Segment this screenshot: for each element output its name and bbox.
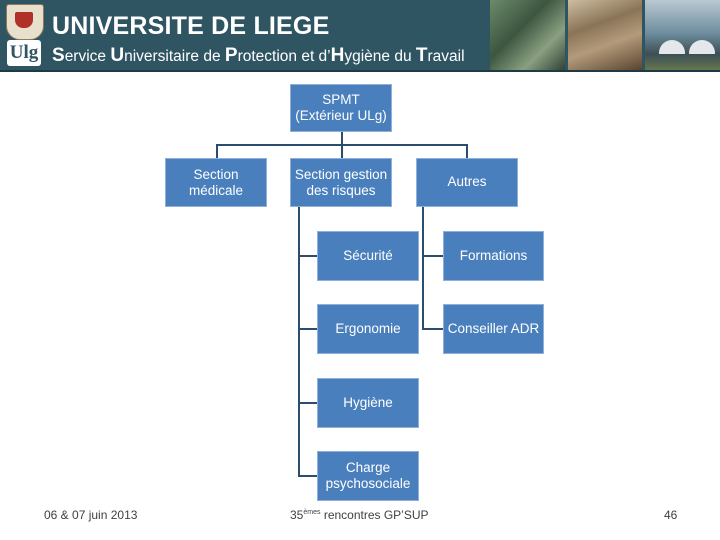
footer-page-number: 46 bbox=[664, 508, 677, 522]
connector-to-ergonomie bbox=[298, 328, 317, 330]
connector-to-charge bbox=[298, 475, 317, 477]
box-formations: Formations bbox=[443, 231, 544, 281]
connector-to-formations bbox=[422, 255, 443, 257]
connector-to-hygiene bbox=[298, 402, 317, 404]
header-photo-auditorium bbox=[568, 0, 643, 72]
connector-to-conseiller bbox=[422, 328, 443, 330]
service-title: Service Universitaire de Protection et d… bbox=[52, 45, 465, 67]
connector-to-gestion bbox=[341, 144, 343, 158]
banner-divider bbox=[0, 70, 720, 72]
box-hygiene: Hygiène bbox=[317, 378, 419, 428]
connector-to-securite bbox=[298, 255, 317, 257]
footer-date: 06 & 07 juin 2013 bbox=[44, 508, 137, 522]
connector-to-autres bbox=[466, 144, 468, 158]
box-conseiller-adr: Conseiller ADR bbox=[443, 304, 544, 354]
ulg-logo: Ulg bbox=[7, 40, 41, 66]
university-crest-icon bbox=[6, 4, 44, 40]
box-ergonomie: Ergonomie bbox=[317, 304, 419, 354]
box-spmt: SPMT (Extérieur ULg) bbox=[290, 84, 392, 132]
box-section-medicale: Section médicale bbox=[165, 158, 267, 207]
connector-autres-spine bbox=[422, 207, 424, 330]
footer-event: 35èmes rencontres GP’SUP bbox=[290, 508, 429, 522]
connector-gestion-spine bbox=[298, 207, 300, 477]
box-charge-psychosociale: Charge psychosociale bbox=[317, 451, 419, 501]
header-banner: Ulg UNIVERSITE DE LIEGE Service Universi… bbox=[0, 0, 720, 72]
connector-to-medicale bbox=[216, 144, 218, 158]
box-securite: Sécurité bbox=[317, 231, 419, 281]
university-title: UNIVERSITE DE LIEGE bbox=[52, 12, 329, 41]
header-photo-campus bbox=[645, 0, 720, 72]
header-photo-lab bbox=[490, 0, 565, 72]
box-autres: Autres bbox=[416, 158, 518, 207]
header-photo-strip bbox=[490, 0, 720, 72]
box-section-gestion: Section gestion des risques bbox=[290, 158, 392, 207]
